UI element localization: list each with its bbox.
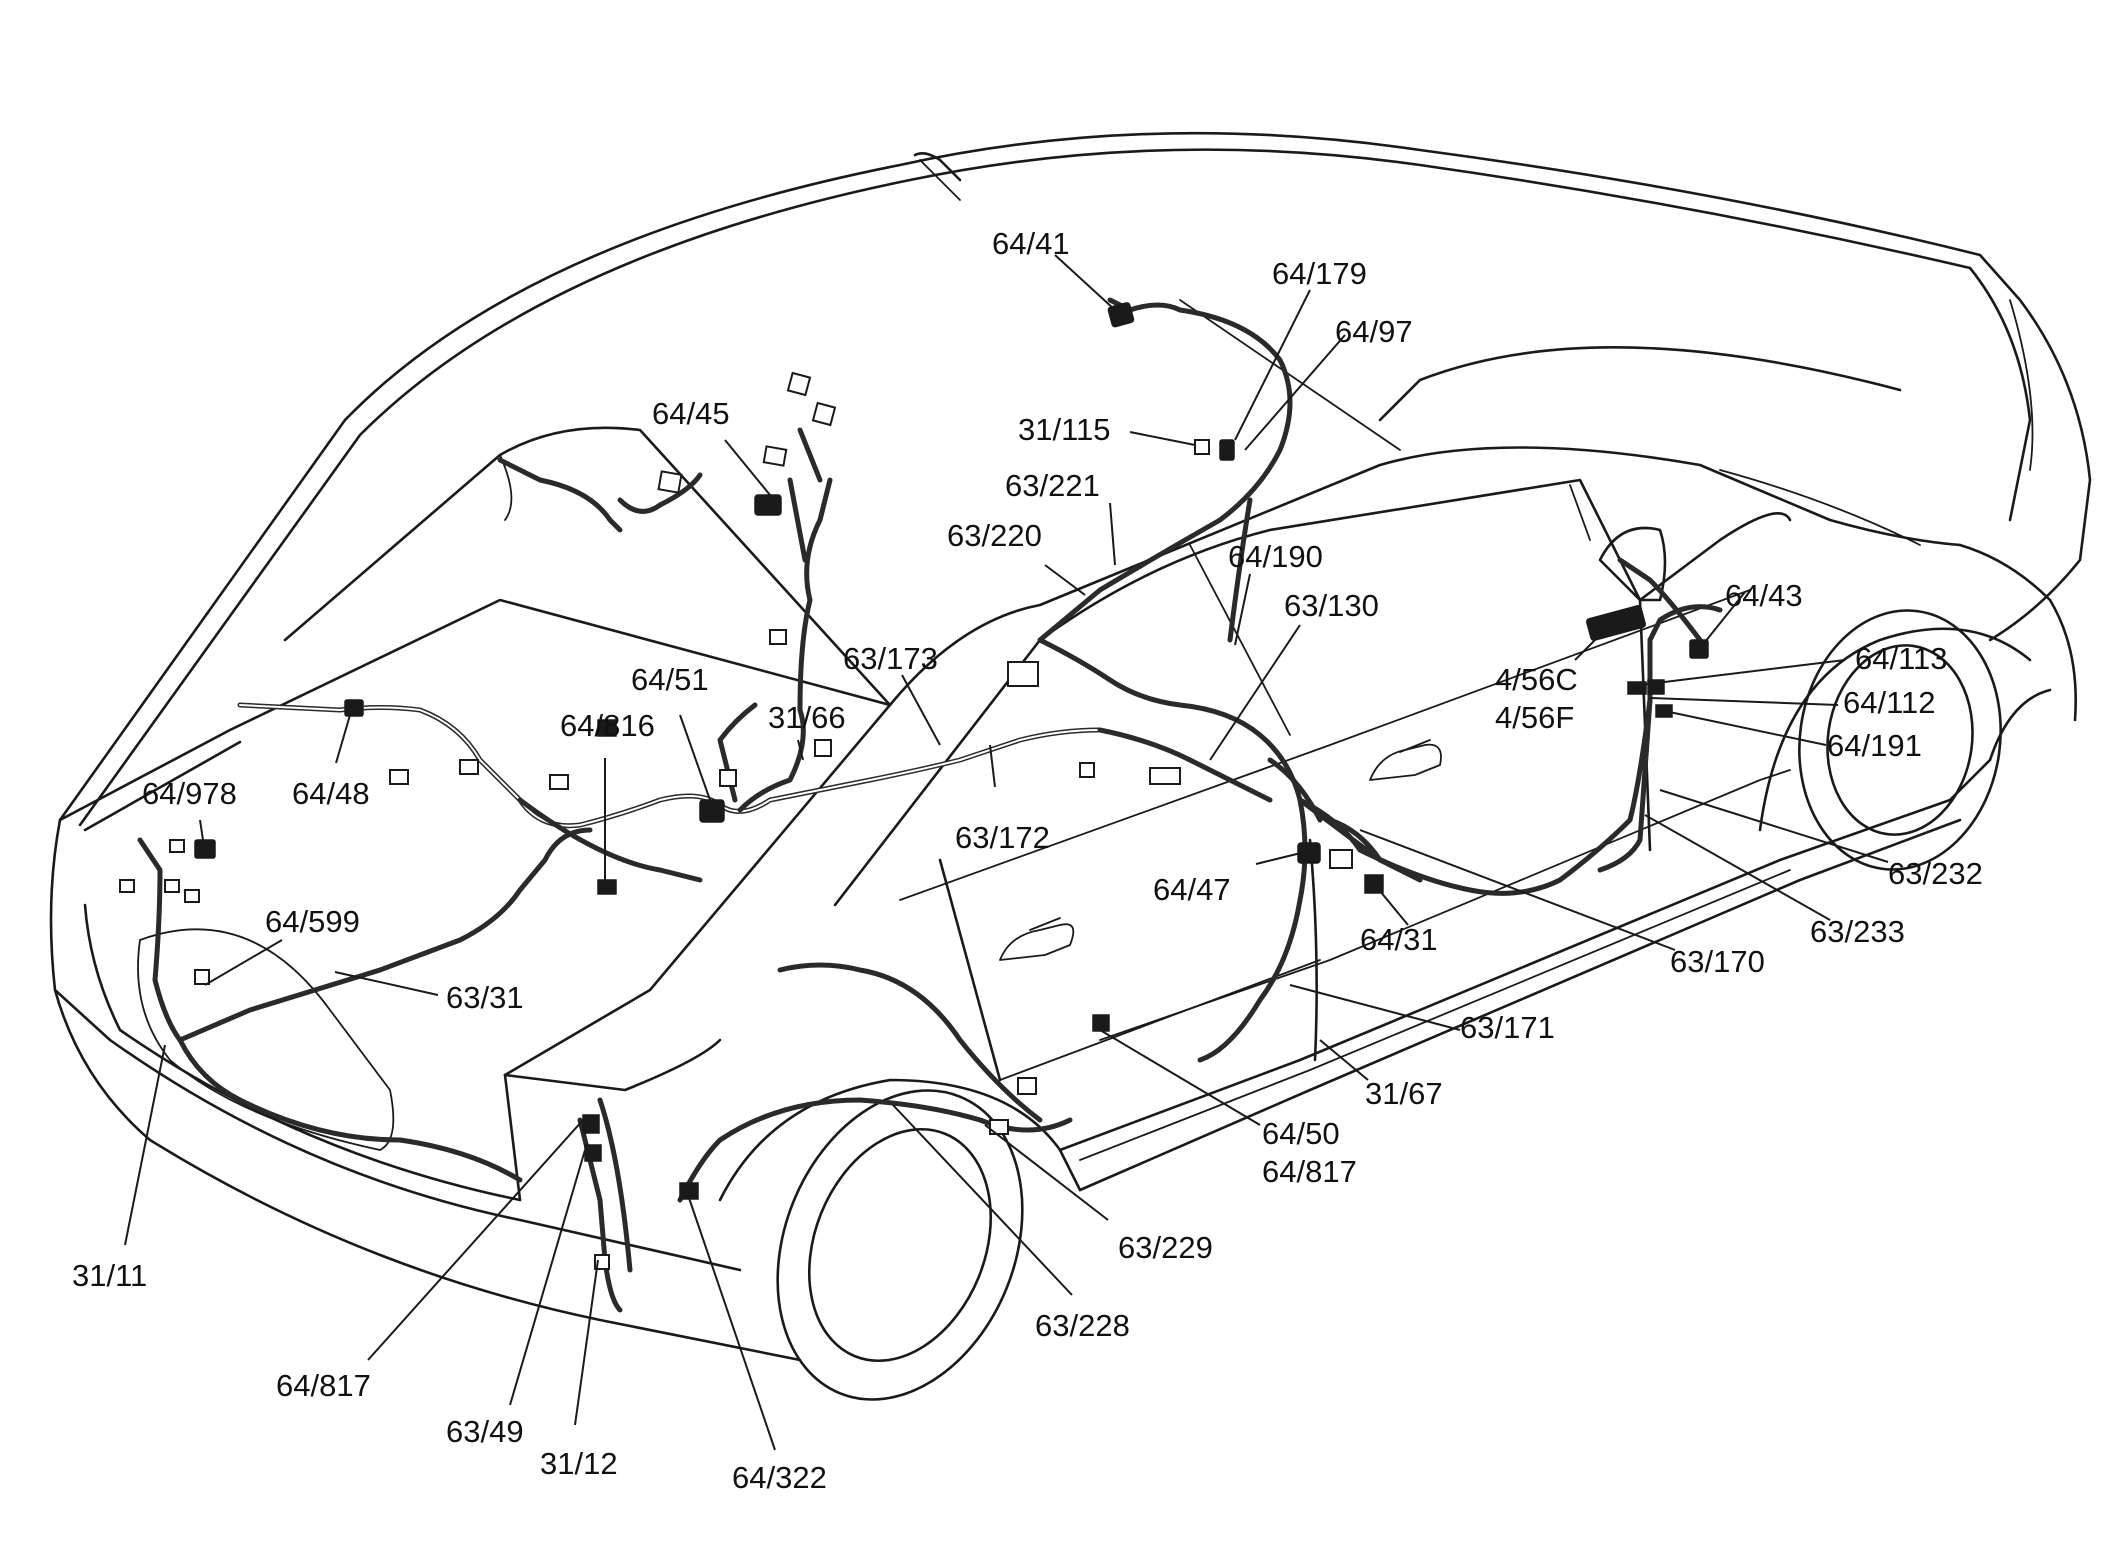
label-64-816: 64/816 — [560, 708, 655, 743]
car-body-outline — [49, 131, 2092, 1401]
label-64-51: 64/51 — [631, 662, 709, 697]
leader-lines — [124, 254, 1889, 1451]
label-63-171: 63/171 — [1460, 1010, 1555, 1045]
label-31-66: 31/66 — [768, 700, 846, 735]
connector-labels: 64/41 64/179 64/97 31/115 64/45 63/221 6… — [72, 226, 1983, 1495]
label-63-49: 63/49 — [446, 1414, 524, 1449]
label-64-43: 64/43 — [1725, 578, 1803, 613]
connectors — [119, 302, 1709, 1270]
label-31-115: 31/115 — [1018, 412, 1111, 447]
label-64-190: 64/190 — [1228, 539, 1323, 574]
label-64-978: 64/978 — [142, 776, 237, 811]
label-64-113: 64/113 — [1855, 641, 1948, 676]
label-31-11: 31/11 — [72, 1258, 147, 1293]
label-64-179: 64/179 — [1272, 256, 1367, 291]
label-4-56F: 4/56F — [1495, 700, 1574, 735]
wiring-harnesses — [137, 297, 1723, 1313]
label-64-322: 64/322 — [732, 1460, 827, 1495]
label-64-97: 64/97 — [1335, 314, 1413, 349]
label-64-48: 64/48 — [292, 776, 370, 811]
label-64-41: 64/41 — [992, 226, 1070, 261]
label-31-12: 31/12 — [540, 1446, 618, 1481]
label-63-229: 63/229 — [1118, 1230, 1213, 1265]
label-4-56C: 4/56C — [1495, 662, 1578, 697]
label-63-232: 63/232 — [1888, 856, 1983, 891]
label-64-817-door: 64/817 — [1262, 1154, 1357, 1189]
label-63-170: 63/170 — [1670, 944, 1765, 979]
label-63-233: 63/233 — [1810, 914, 1905, 949]
label-64-817-rear: 64/817 — [276, 1368, 371, 1403]
label-63-228: 63/228 — [1035, 1308, 1130, 1343]
label-64-31: 64/31 — [1360, 922, 1438, 957]
label-64-47: 64/47 — [1153, 872, 1231, 907]
label-63-173: 63/173 — [843, 641, 938, 676]
label-63-31: 63/31 — [446, 980, 524, 1015]
label-63-172: 63/172 — [955, 820, 1050, 855]
label-63-130: 63/130 — [1284, 588, 1379, 623]
label-64-112: 64/112 — [1843, 685, 1936, 720]
label-64-191: 64/191 — [1827, 728, 1922, 763]
label-64-50: 64/50 — [1262, 1116, 1340, 1151]
label-31-67: 31/67 — [1365, 1076, 1443, 1111]
label-63-220: 63/220 — [947, 518, 1042, 553]
label-64-599: 64/599 — [265, 904, 360, 939]
label-64-45: 64/45 — [652, 396, 730, 431]
label-63-221: 63/221 — [1005, 468, 1100, 503]
